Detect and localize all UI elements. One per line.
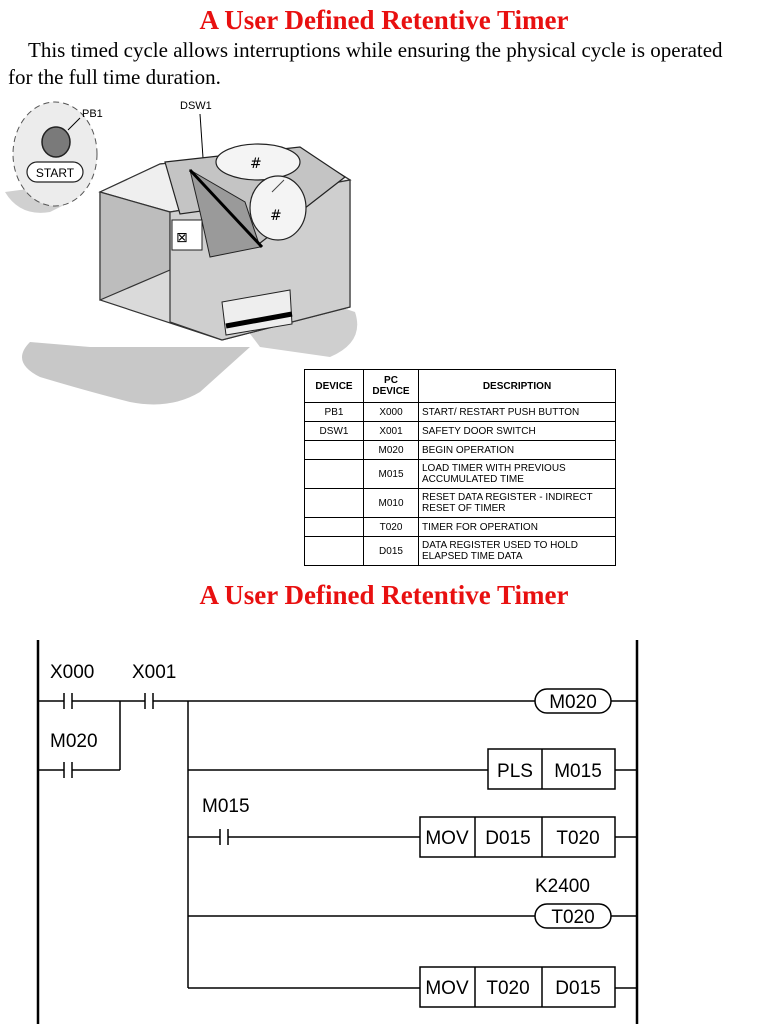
floor-shadow (22, 342, 250, 405)
label-m015-contact: M015 (202, 796, 250, 817)
label-x000: X000 (50, 662, 94, 683)
cell-pc-device: M020 (363, 440, 419, 460)
pb1-label: PB1 (82, 108, 103, 120)
front-dial (249, 175, 307, 241)
machine-illustration: START PB1 DSW1 # # ⊠ (5, 100, 358, 405)
header-description: DESCRIPTION (418, 369, 616, 403)
door-opening (189, 168, 261, 258)
cell-device (304, 536, 364, 566)
table-row: T020 TIMER FOR OPERATION (304, 517, 616, 537)
cell-pc-device: M015 (363, 459, 419, 489)
table-row: PB1 X000 START/ RESTART PUSH BUTTON (304, 402, 616, 422)
label-mov2-dst: D015 (555, 978, 600, 999)
label-t020-coil: T020 (551, 907, 594, 928)
cell-description: SAFETY DOOR SWITCH (418, 421, 616, 441)
start-label: START (36, 166, 75, 180)
pb1-button-icon (41, 126, 71, 158)
cell-device: DSW1 (304, 421, 364, 441)
cell-description: RESET DATA REGISTER - INDIRECT RESET OF … (418, 488, 616, 518)
cell-pc-device: X001 (363, 421, 419, 441)
cell-pc-device: D015 (363, 536, 419, 566)
label-pls: PLS (497, 761, 533, 782)
cell-description: START/ RESTART PUSH BUTTON (418, 402, 616, 422)
cell-device (304, 488, 364, 518)
start-label-plate (26, 161, 84, 183)
mov2-instruction-box (419, 966, 616, 1008)
pls-instruction-box (487, 748, 616, 790)
label-x001: X001 (132, 662, 176, 683)
svg-text:#: # (250, 156, 262, 172)
label-m020-coil: M020 (549, 692, 597, 713)
label-pls-arg: M015 (554, 761, 602, 782)
cell-device: PB1 (304, 402, 364, 422)
table-row: M010 RESET DATA REGISTER - INDIRECT RESE… (304, 488, 616, 518)
label-mov1: MOV (425, 828, 469, 849)
label-mov2: MOV (425, 978, 469, 999)
switch-panel (171, 219, 203, 251)
header-device: DEVICE (304, 369, 364, 403)
device-table: DEVICE PC DEVICE DESCRIPTION PB1 X000 ST… (304, 369, 616, 566)
label-mov2-src: T020 (486, 978, 529, 999)
table-row: D015 DATA REGISTER USED TO HOLD ELAPSED … (304, 536, 616, 566)
label-mov1-src: D015 (485, 828, 530, 849)
page-title: A User Defined Retentive Timer (199, 5, 569, 35)
pb1-leader (67, 117, 81, 131)
cell-description: DATA REGISTER USED TO HOLD ELAPSED TIME … (418, 536, 616, 566)
intro-paragraph: This timed cycle allows interruptions wh… (8, 38, 723, 89)
header-pc-device: PC DEVICE (363, 369, 419, 403)
table-row: M015 LOAD TIMER WITH PREVIOUS ACCUMULATE… (304, 459, 616, 489)
cell-description: LOAD TIMER WITH PREVIOUS ACCUMULATED TIM… (418, 459, 616, 489)
cell-description: TIMER FOR OPERATION (418, 517, 616, 537)
svg-text:#: # (270, 208, 282, 224)
label-m020-contact: M020 (50, 731, 98, 752)
ladder-diagram: X000 X001 M020 M020 PLS M015 M015 MOV D0… (36, 640, 639, 1024)
table-row: M020 BEGIN OPERATION (304, 440, 616, 460)
cell-pc-device: M010 (363, 488, 419, 518)
cell-description: BEGIN OPERATION (418, 440, 616, 460)
top-dial (215, 143, 301, 181)
cell-device (304, 517, 364, 537)
cell-device (304, 459, 364, 489)
cell-pc-device: X000 (363, 402, 419, 422)
svg-text:⊠: ⊠ (176, 230, 188, 246)
section-title: A User Defined Retentive Timer (199, 580, 569, 610)
safety-door-edge (188, 168, 264, 249)
table-row: DSW1 X001 SAFETY DOOR SWITCH (304, 421, 616, 441)
label-mov1-dst: T020 (556, 828, 599, 849)
cell-pc-device: T020 (363, 517, 419, 537)
table-header-row: DEVICE PC DEVICE DESCRIPTION (304, 369, 616, 403)
dsw1-label: DSW1 (180, 100, 212, 112)
label-k2400: K2400 (535, 876, 590, 897)
cell-device (304, 440, 364, 460)
